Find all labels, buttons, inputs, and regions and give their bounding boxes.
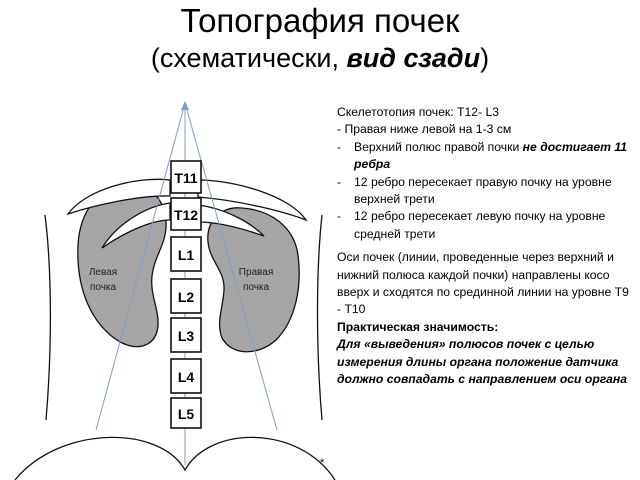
bullet-emphasis: не достигает 11 ребра [354, 139, 628, 172]
left-kidney-axis [95, 102, 186, 431]
slide-title: Топография почек [180, 2, 460, 39]
vertebra-label: L3 [178, 328, 195, 344]
vertebra-l3: L3 [170, 317, 202, 353]
vertebra-t12: T12 [170, 197, 202, 231]
right-lower-line: - Правая ниже левой на 1-3 см [337, 122, 512, 137]
right-kidney [207, 207, 300, 353]
skeletotopy-heading: Скелетотопия почек: Т12- L3 [337, 105, 500, 119]
bullet-text: 12 ребро пересекает левую почку на уровн… [354, 209, 606, 241]
vertebra-label: T12 [174, 207, 198, 223]
bullet-text: Верхний полюс правой почки [354, 139, 523, 154]
vertebra-label: T11 [174, 170, 198, 186]
practical-text: Для «выведения» полюсов почек с целью из… [337, 337, 628, 387]
rib-11-left [66, 178, 171, 216]
bullet-text: 12 ребро пересекает правую почку на уров… [354, 174, 612, 207]
vertebra-l1: L1 [170, 236, 202, 272]
axes-paragraph: Оси почек (линии, проведенные через верх… [337, 250, 629, 317]
bullet-dash: - [337, 139, 342, 154]
bullet-rib12-left: - 12 ребро пересекает левую почку на уро… [337, 208, 633, 243]
rib-11-right [197, 179, 308, 222]
vertebra-l4: L4 [170, 358, 202, 394]
bullet-rib12-right: - 12 ребро пересекает правую почку на ур… [337, 174, 633, 209]
subtitle-suffix: ) [480, 43, 490, 73]
left-kidney-label-line2: почка [90, 282, 117, 293]
buttocks-curve [14, 436, 336, 480]
practical-heading: Практическая значимость: [337, 319, 499, 334]
body-outline-left [44, 214, 52, 421]
body-outline-right [316, 214, 323, 421]
bullet-upper-pole: - Верхний полюс правой почки не достигае… [337, 139, 633, 174]
slide-subtitle: (схематически, вид сзади) [0, 42, 640, 74]
vertebra-l2: L2 [170, 278, 202, 314]
vertebra-l5: L5 [170, 397, 202, 429]
vertebra-label: L2 [178, 289, 195, 305]
vertebra-label: L5 [178, 406, 195, 422]
vertebra-label: L4 [178, 369, 195, 385]
rib-12-left [101, 202, 171, 249]
bullet-dash: - [337, 209, 342, 224]
vertebra-label: L1 [178, 247, 195, 263]
subtitle-prefix: (схематически, [150, 43, 347, 73]
description-text: Скелетотопия почек: Т12- L3 - Правая ниж… [337, 104, 633, 389]
bullet-dash: - [337, 174, 342, 189]
right-kidney-label-line1: Правая [239, 267, 274, 278]
rib-12-right [197, 204, 265, 237]
left-kidney-label-line1: Левая [89, 267, 117, 278]
right-kidney-axis [184, 102, 278, 431]
right-kidney-label-line2: почка [243, 282, 270, 293]
midline-arrowhead [181, 101, 189, 110]
star-mark: * [320, 457, 325, 469]
subtitle-emphasis: вид сзади [346, 43, 481, 73]
vertebra-t11: T11 [170, 160, 202, 194]
